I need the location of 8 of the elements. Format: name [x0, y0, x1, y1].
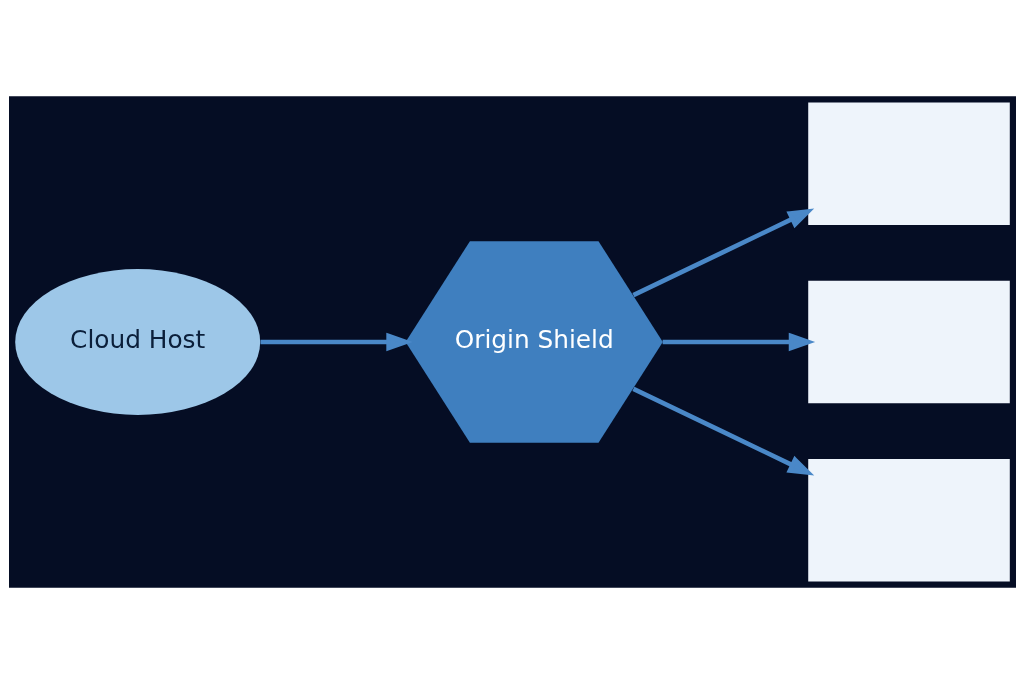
- arrow: [260, 332, 413, 351]
- node-ellipse: Cloud Host: [14, 268, 260, 415]
- node-box: [807, 458, 1010, 582]
- arrow: [631, 386, 814, 476]
- arrow: [631, 207, 814, 297]
- arrow: [662, 332, 815, 351]
- node-box: [807, 280, 1010, 403]
- node-box: [807, 101, 1010, 225]
